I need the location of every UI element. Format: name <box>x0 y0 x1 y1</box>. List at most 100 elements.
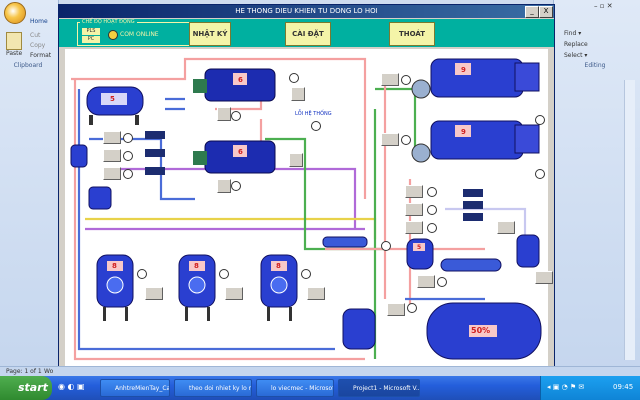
boiler-6a-switch[interactable] <box>291 87 305 101</box>
filter-8c-switch[interactable] <box>307 287 325 300</box>
tank-5-label: 5 <box>110 95 115 103</box>
clock: 09:45 <box>613 383 634 391</box>
select-button[interactable]: Select ▾ <box>564 52 588 59</box>
clipboard-group-label: Clipboard <box>13 62 43 69</box>
home-tab[interactable]: Home <box>30 18 48 25</box>
cut-button[interactable]: Cut <box>30 32 41 39</box>
scada-window: HE THONG DIEU KHIEN TU DONG LO HOI _ X C… <box>58 4 555 372</box>
task-button-2[interactable]: theo doi nhiet ky lo m... <box>174 379 252 397</box>
feed-pump-switch-2[interactable] <box>405 203 423 216</box>
editing-group-label: Editing <box>584 62 606 69</box>
minimize-button[interactable]: _ <box>525 6 539 18</box>
feed-pump-switch-1[interactable] <box>405 185 423 198</box>
filter-8-b <box>178 254 216 321</box>
boiler-6-b <box>193 140 276 174</box>
filter-8a-lamp <box>137 269 147 279</box>
task-button-3[interactable]: lo viecmec - Microsoft... <box>256 379 334 397</box>
boiler-6a-switch-2[interactable] <box>217 107 231 121</box>
filter-8a-switch[interactable] <box>145 287 163 300</box>
mode-pc-button[interactable]: PC <box>82 36 100 43</box>
feed-pump-lamp-2 <box>427 205 437 215</box>
status-words: Wo <box>44 368 54 375</box>
pipe-blue-left <box>77 89 335 351</box>
status-page: Page: 1 of 1 <box>6 368 42 375</box>
boiler-6-a <box>193 68 276 102</box>
pump-switch-1[interactable] <box>103 131 121 144</box>
filter-8c-lamp <box>301 269 311 279</box>
boiler-6b-switch[interactable] <box>289 153 303 167</box>
manifold <box>322 236 368 248</box>
window-controls[interactable]: – ▫ ✕ <box>594 2 613 10</box>
manifold-lamp <box>381 241 391 251</box>
taskbar: start ◉ ◐ ▣ AnhtreMienTay_Cam(... theo d… <box>0 376 640 400</box>
drum-vessel <box>88 186 112 210</box>
word-statusbar: Page: 1 of 1 Wo <box>0 366 640 377</box>
pump-lamp-1 <box>123 133 133 143</box>
tank-5b-switch[interactable] <box>417 275 435 288</box>
close-button[interactable]: X <box>539 6 553 18</box>
system-error-label: LỖI HỆ THỐNG <box>295 111 332 117</box>
settings-button[interactable]: CÀI ĐẶT <box>285 22 331 46</box>
copy-button[interactable]: Copy <box>30 42 46 49</box>
exit-button[interactable]: THOÁT <box>389 22 435 46</box>
filter-8b-lamp <box>219 269 229 279</box>
pipe-pink-left <box>73 79 365 361</box>
deaerator-switch[interactable] <box>535 271 553 284</box>
log-button[interactable]: NHẬT KÝ <box>189 22 231 46</box>
task-button-4[interactable]: Project1 - Microsoft V... <box>338 379 420 397</box>
pump-switch-3[interactable] <box>103 167 121 180</box>
window-title: HE THONG DIEU KHIEN TU DONG LO HOI <box>235 7 378 15</box>
mode-panel: CHẾ ĐỘ HOẠT ĐỘNG PLS PC COM ONLINE <box>77 19 191 46</box>
boiler-9b-lamp-2 <box>535 169 545 179</box>
pump-lamp-2 <box>123 151 133 161</box>
pump-switch-2[interactable] <box>103 149 121 162</box>
boiler-9a-lamp-2 <box>535 115 545 125</box>
boiler-9a-label: 9 <box>461 66 466 74</box>
boiler-9-b <box>411 120 540 163</box>
boiler-9b-switch[interactable] <box>381 133 399 146</box>
paste-button[interactable]: Paste <box>6 50 23 57</box>
tank-5-right <box>406 238 434 270</box>
feed-pump-switch-4[interactable] <box>497 221 515 234</box>
pipe-purple <box>121 167 357 229</box>
feed-pump-switch-3[interactable] <box>405 221 423 234</box>
menu-bar: CHẾ ĐỘ HOẠT ĐỘNG PLS PC COM ONLINE NHẬT … <box>59 19 554 47</box>
boiler-6b-switch-2[interactable] <box>217 179 231 193</box>
filter-8b-label: 8 <box>194 262 199 270</box>
small-vessel <box>70 144 88 168</box>
find-button[interactable]: Find ▾ <box>564 30 582 37</box>
deaerator-vessel <box>516 234 540 268</box>
com-online-lamp <box>108 30 118 40</box>
start-button[interactable]: start <box>0 376 52 400</box>
boiler-6a-label: 6 <box>238 76 243 84</box>
tray-icons[interactable]: ◂ ▣ ◔ ⚑ ✉ <box>547 383 585 391</box>
horizontal-heater <box>440 258 502 272</box>
pipe-blue-short <box>165 97 185 111</box>
filter-8-a <box>96 254 134 321</box>
format-painter-button[interactable]: Format <box>30 52 52 59</box>
task-button-1[interactable]: AnhtreMienTay_Cam(... <box>100 379 170 397</box>
condensate-lamp <box>407 303 417 313</box>
vertical-scrollbar[interactable] <box>624 80 635 360</box>
quick-launch-icons[interactable]: ◉ ◐ ▣ <box>58 382 85 391</box>
tank-5b-lamp <box>437 277 447 287</box>
paste-icon[interactable] <box>6 32 22 50</box>
filter-8b-switch[interactable] <box>225 287 243 300</box>
window-titlebar: HE THONG DIEU KHIEN TU DONG LO HOI <box>59 5 554 18</box>
filter-8c-label: 8 <box>276 262 281 270</box>
mode-pls-button[interactable]: PLS <box>82 28 100 35</box>
pipe-pink-top <box>71 57 367 199</box>
condensate-switch[interactable] <box>387 303 405 316</box>
mode-label: CHẾ ĐỘ HOẠT ĐỘNG <box>80 19 137 25</box>
office-button[interactable] <box>4 2 26 24</box>
filter-8a-label: 8 <box>112 262 117 270</box>
pump-group-right <box>463 189 483 221</box>
boiler-6b-lamp <box>231 181 241 191</box>
replace-button[interactable]: Replace <box>564 41 588 48</box>
pump-lamp-3 <box>123 169 133 179</box>
pump-group-left <box>145 131 165 175</box>
boiler-9a-switch[interactable] <box>381 73 399 86</box>
boiler-9a-lamp <box>401 75 411 85</box>
boiler-9b-label: 9 <box>461 128 466 136</box>
filter-8-c <box>260 254 298 321</box>
